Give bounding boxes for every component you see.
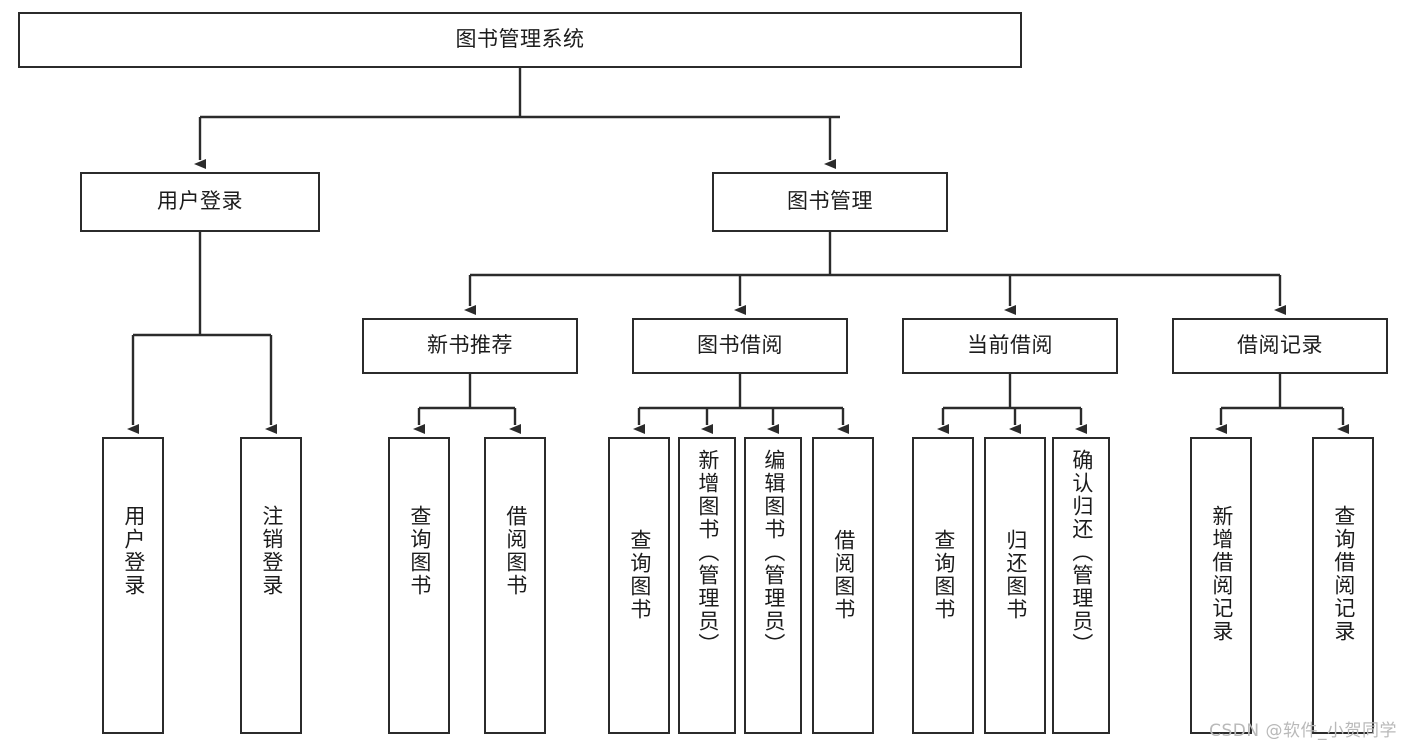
node-current-borrow[interactable]: 当前借阅: [902, 318, 1118, 374]
node-leaf-add-record-label: 新增借阅记录: [1209, 505, 1234, 643]
node-leaf-add-book[interactable]: 新增图书（管理员）: [678, 437, 736, 734]
node-leaf-borrow-book-2-label: 借阅图书: [831, 529, 856, 621]
node-leaf-query-book-2-label: 查询图书: [627, 529, 652, 621]
node-root[interactable]: 图书管理系统: [18, 12, 1022, 68]
node-leaf-user-logout-label: 注销登录: [259, 505, 284, 597]
csdn-watermark: CSDN @软件_小贺同学: [1209, 721, 1397, 741]
node-leaf-edit-book[interactable]: 编辑图书（管理员）: [744, 437, 802, 734]
node-leaf-query-record[interactable]: 查询借阅记录: [1312, 437, 1374, 734]
node-leaf-confirm-return[interactable]: 确认归还（管理员）: [1052, 437, 1110, 734]
node-user-login-label: 用户登录: [157, 189, 243, 214]
node-current-borrow-label: 当前借阅: [967, 333, 1053, 358]
node-root-label: 图书管理系统: [455, 27, 585, 52]
node-leaf-query-book-1-label: 查询图书: [407, 505, 432, 597]
node-leaf-user-login[interactable]: 用户登录: [102, 437, 164, 734]
node-leaf-borrow-book-1-label: 借阅图书: [503, 505, 528, 597]
node-leaf-return-book[interactable]: 归还图书: [984, 437, 1046, 734]
node-leaf-confirm-return-label: 确认归还（管理员）: [1069, 449, 1094, 656]
node-borrow-record-label: 借阅记录: [1237, 333, 1323, 358]
node-leaf-query-record-label: 查询借阅记录: [1331, 505, 1356, 643]
node-leaf-query-book-1[interactable]: 查询图书: [388, 437, 450, 734]
node-new-book-rec-label: 新书推荐: [427, 333, 513, 358]
node-book-manage[interactable]: 图书管理: [712, 172, 948, 232]
node-book-borrow[interactable]: 图书借阅: [632, 318, 848, 374]
node-book-borrow-label: 图书借阅: [697, 333, 783, 358]
node-leaf-query-book-3-label: 查询图书: [931, 529, 956, 621]
node-leaf-add-book-label: 新增图书（管理员）: [695, 449, 720, 656]
node-leaf-edit-book-label: 编辑图书（管理员）: [761, 449, 786, 656]
node-book-manage-label: 图书管理: [787, 189, 873, 214]
node-leaf-return-book-label: 归还图书: [1003, 529, 1028, 621]
node-new-book-rec[interactable]: 新书推荐: [362, 318, 578, 374]
node-leaf-user-login-label: 用户登录: [121, 505, 146, 597]
node-leaf-borrow-book-2[interactable]: 借阅图书: [812, 437, 874, 734]
node-leaf-borrow-book-1[interactable]: 借阅图书: [484, 437, 546, 734]
node-borrow-record[interactable]: 借阅记录: [1172, 318, 1388, 374]
node-leaf-query-book-3[interactable]: 查询图书: [912, 437, 974, 734]
node-leaf-user-logout[interactable]: 注销登录: [240, 437, 302, 734]
node-leaf-query-book-2[interactable]: 查询图书: [608, 437, 670, 734]
node-user-login[interactable]: 用户登录: [80, 172, 320, 232]
node-leaf-add-record[interactable]: 新增借阅记录: [1190, 437, 1252, 734]
